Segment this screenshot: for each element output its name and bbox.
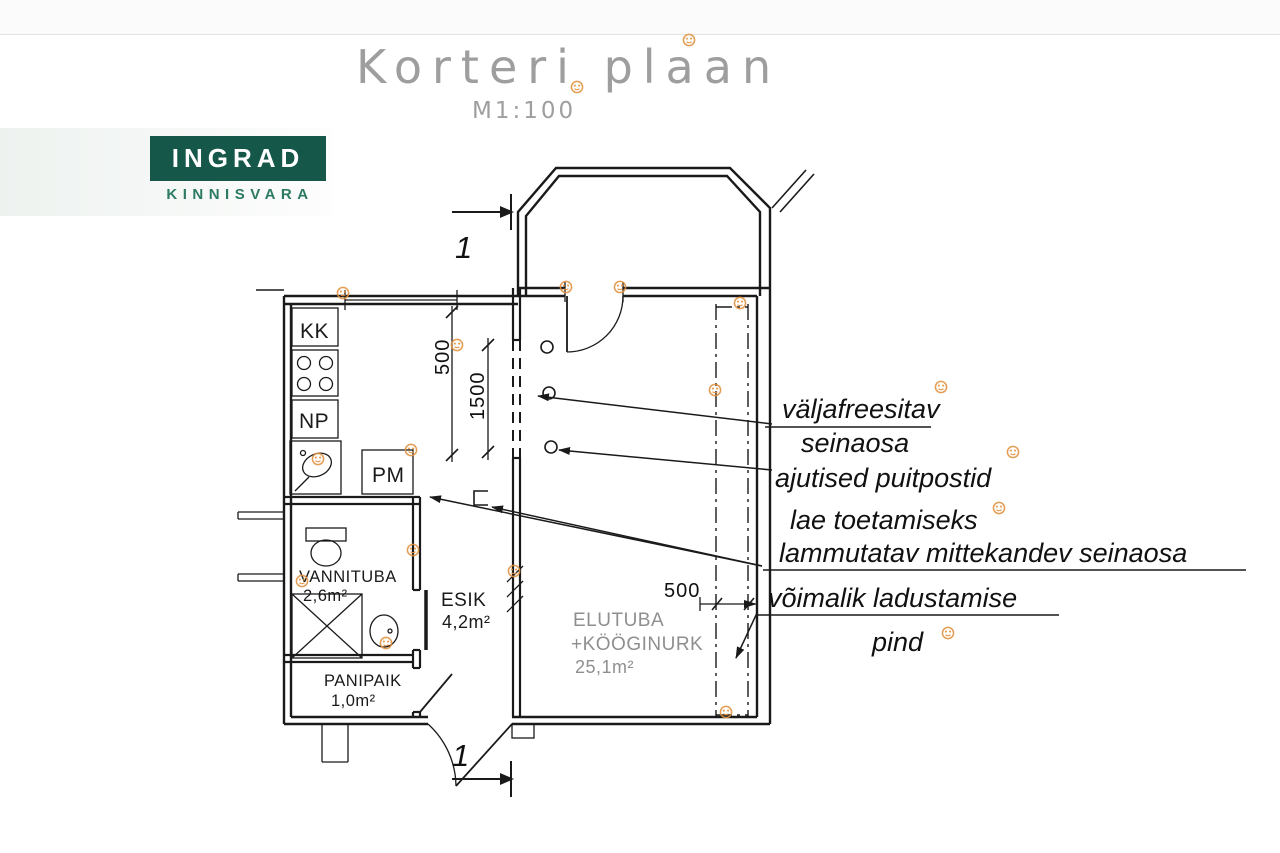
smiley-watermark-icon — [992, 501, 1006, 515]
section-number-top: 1 — [455, 230, 472, 265]
sink-basin-symbol — [301, 452, 333, 478]
room-label-elutuba: ELUTUBA — [573, 610, 664, 631]
smiley-watermark-icon — [1006, 445, 1020, 459]
room-area-elutuba: 25,1m² — [575, 657, 634, 677]
top-bar — [0, 0, 1280, 35]
np-cabinet-symbol — [291, 399, 339, 439]
smiley-watermark-icon — [708, 383, 722, 397]
exterior-walls — [256, 286, 772, 726]
section-arrow-top — [500, 206, 514, 218]
room-label-panipaik: PANIPAIK — [324, 672, 402, 690]
shower-symbol — [291, 593, 363, 659]
page-title: Korteri plaan — [356, 40, 782, 94]
logo-band: INGRAD KINNISVARA — [0, 128, 332, 216]
storage-zone-dashdot — [715, 304, 749, 718]
dimension-lines — [445, 305, 757, 611]
dim-arrowhead — [744, 600, 757, 608]
dim-1500-vertical: 1500 — [467, 372, 489, 421]
annotation-pind: pind — [871, 627, 924, 657]
annotation-seinaosa: seinaosa — [801, 428, 909, 458]
section-number-bottom: 1 — [452, 738, 469, 773]
room-label-esik: ESIK — [441, 590, 486, 611]
bathroom-fixtures — [291, 527, 399, 659]
smiley-watermark-icon — [311, 452, 325, 466]
room-area-panipaik: 1,0m² — [331, 692, 376, 710]
plan-scale: M1:100 — [472, 98, 577, 124]
toilet-tank-symbol — [305, 527, 347, 542]
room-area-esik: 4,2m² — [442, 612, 491, 632]
kitchen-fixtures — [289, 307, 414, 495]
room-label-kooginurk: +KÖÖGINURK — [571, 634, 703, 655]
logo-brand: INGRAD — [171, 143, 305, 173]
room-area-vannituba: 2,6m² — [303, 587, 348, 605]
washbasin-symbol — [369, 614, 399, 648]
dim-500-horizontal: 500 — [664, 580, 700, 602]
smiley-watermark-icon — [934, 380, 948, 394]
annotation-valjafreesitav: väljafreesitav — [782, 394, 941, 424]
annotation-leader-lines — [429, 393, 773, 659]
annotation-lae-toetamiseks: lae toetamiseks — [790, 505, 978, 535]
room-label-np: NP — [299, 410, 329, 433]
fridge-symbol — [291, 307, 339, 347]
ingrad-logo: INGRAD — [150, 136, 326, 181]
annotation-lammutatav-seinaosa: lammutatav mittekandev seinaosa — [779, 538, 1187, 568]
smiley-watermark-icon — [941, 626, 955, 640]
annotation-voimalik-ladustamise: võimalik ladustamise — [768, 583, 1017, 613]
interior-walls — [284, 288, 522, 717]
smiley-watermark-icon — [570, 80, 584, 94]
stove-symbol — [291, 349, 339, 397]
windows-and-doors — [237, 282, 624, 787]
annotation-underlines — [757, 426, 1246, 616]
toilet-bowl-symbol — [310, 539, 342, 567]
demolished-wall-dashed — [512, 340, 521, 458]
section-arrow-bottom — [500, 773, 514, 785]
sink-counter-symbol — [289, 440, 342, 495]
room-label-pm: PM — [372, 464, 405, 487]
room-label-vannituba: VANNITUBA — [299, 568, 397, 586]
annotation-ajutised-puitpostid: ajutised puitpostid — [775, 463, 992, 493]
bay-window-walls — [516, 166, 815, 296]
logo-subtitle: KINNISVARA — [166, 186, 314, 203]
room-label-kk: KK — [300, 320, 329, 343]
washing-machine-symbol — [361, 449, 414, 495]
smiley-watermark-icon — [682, 33, 696, 47]
dim-500-vertical: 500 — [432, 339, 454, 375]
